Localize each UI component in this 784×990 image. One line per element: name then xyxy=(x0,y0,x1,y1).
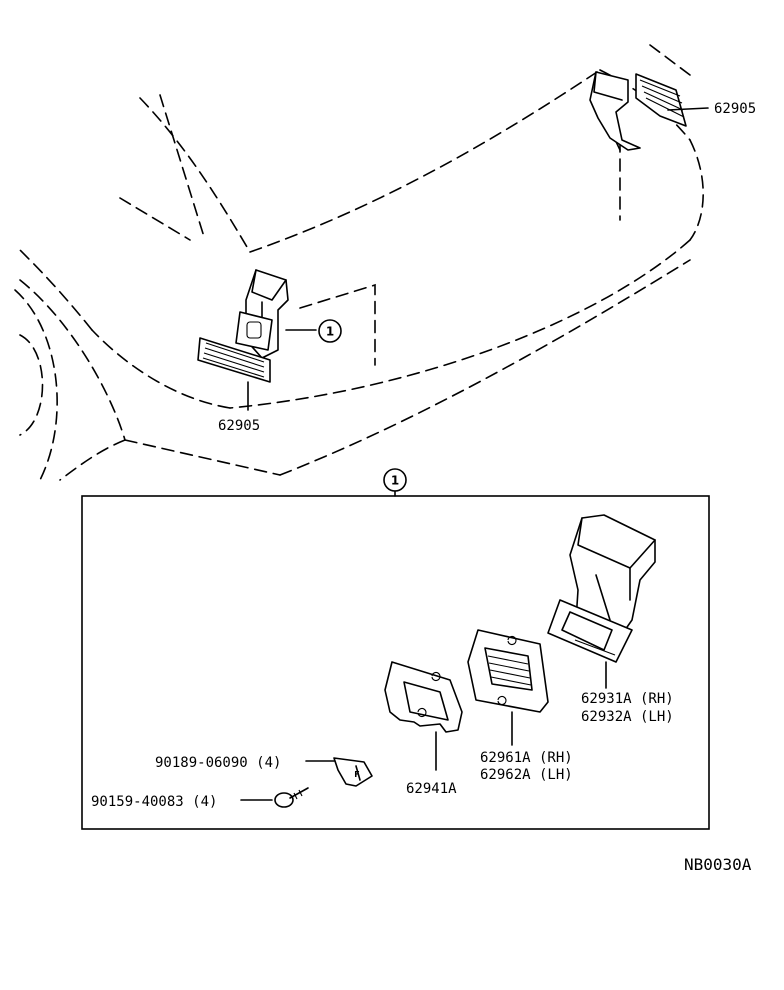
label-62932A-lh: 62932A (LH) xyxy=(581,709,674,725)
left-vent-assembly xyxy=(197,269,317,411)
callout-1-box: 1 xyxy=(383,468,407,497)
label-62931A-rh: 62931A (RH) xyxy=(581,691,674,707)
label-62961A-rh: 62961A (RH) xyxy=(480,750,573,766)
subassembly-box xyxy=(81,495,710,830)
svg-text:F: F xyxy=(354,770,359,779)
vent-grille xyxy=(467,629,549,746)
tapping-screw xyxy=(240,787,309,808)
label-90189-06090: 90189-06090 (4) xyxy=(155,755,281,771)
callout-1-upper: 1 xyxy=(318,319,342,343)
label-62905-left: 62905 xyxy=(218,418,260,434)
svg-text:1: 1 xyxy=(391,474,399,488)
drawing-code: NB0030A xyxy=(684,855,752,874)
vehicle-body-outline xyxy=(14,44,704,481)
clip-nut: F xyxy=(305,757,373,787)
label-62905-right: 62905 xyxy=(714,101,756,117)
air-duct xyxy=(547,514,656,689)
label-62962A-lh: 62962A (LH) xyxy=(480,767,573,783)
gasket xyxy=(384,661,463,771)
label-62941A: 62941A xyxy=(406,781,457,797)
label-90159-40083: 90159-40083 (4) xyxy=(91,794,217,810)
right-vent-assembly xyxy=(589,71,709,151)
svg-text:1: 1 xyxy=(326,325,334,339)
